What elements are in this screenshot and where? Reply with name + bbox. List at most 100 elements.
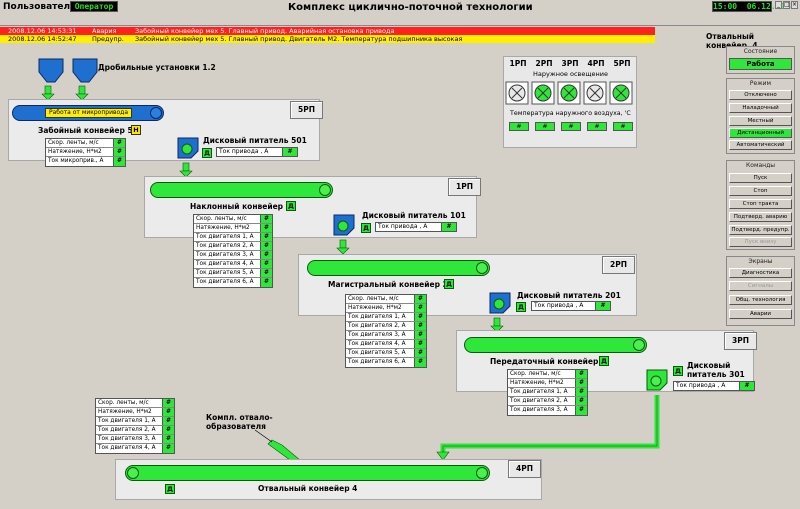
close-button[interactable]: ×	[791, 1, 798, 9]
conveyor-5-status: Работа от микропривода	[45, 108, 133, 118]
conveyor-3-table: Скор. ленты, м/с# Натяжение, Н*м2# Ток д…	[507, 369, 588, 416]
alarm-type: Предупр.	[92, 35, 124, 43]
alarm-message: Забойный конвейер мех 5. Главный привод.…	[135, 35, 463, 43]
table-row: Ток двигателя 3, А#	[96, 435, 174, 444]
feeder-201-icon[interactable]	[489, 292, 511, 314]
rp-5-button[interactable]: 5РП	[290, 101, 323, 119]
table-row: Ток двигателя 1, А#	[96, 417, 174, 426]
diagnostics-button[interactable]: Диагностика	[729, 268, 792, 278]
conveyor-3-belt[interactable]	[464, 337, 647, 353]
table-row: Скор. ленты, м/с#	[96, 399, 174, 408]
stop-line-button[interactable]: Стоп тракта	[729, 199, 792, 209]
table-row: Ток двигателя 1, А#	[346, 313, 426, 322]
table-row: Ток двигателя 4, А#	[346, 340, 426, 349]
conveyor-4-belt[interactable]	[125, 465, 490, 481]
feeder-301-label-1: Дисковый	[687, 361, 731, 370]
conveyor-2-belt[interactable]	[307, 260, 490, 276]
crushers-label: Дробильные установки 1.2	[98, 63, 216, 72]
rp-1-button[interactable]: 1РП	[448, 178, 481, 196]
table-row: Ток двигателя 6, А#	[194, 278, 272, 287]
table-row: Скор. ленты, м/с#	[46, 139, 125, 148]
alarm-time: 2008.12.06 14:53:31	[8, 27, 77, 35]
rp-col-label: 5РП	[613, 59, 631, 68]
table-row: Ток микроприв., А#	[46, 157, 125, 166]
table-row: Ток двигателя 3, А#	[346, 331, 426, 340]
conveyor-5-label: Забойный конвейер 5	[38, 126, 133, 135]
state-value: Работа	[729, 58, 792, 70]
table-row: Скор. ленты, м/с#	[194, 215, 272, 224]
mode-auto-button[interactable]: Автоматический	[729, 140, 792, 150]
start-button[interactable]: Пуск	[729, 173, 792, 183]
table-row: Скор. ленты, м/с#	[508, 370, 587, 379]
table-row: Ток двигателя 3, А#	[508, 406, 587, 415]
mode-local-button[interactable]: Местный	[729, 116, 792, 126]
feeder-201-current: Ток привода , А#	[531, 301, 611, 311]
table-row: Ток двигателя 2, А#	[508, 397, 587, 406]
screens-title: Экраны	[748, 258, 773, 265]
table-row: Ток двигателя 2, А#	[96, 426, 174, 435]
conveyor-1-belt[interactable]	[150, 182, 333, 198]
feeder-301-icon[interactable]	[646, 369, 668, 391]
conveyor-5-table: Скор. ленты, м/с# Натяжение, Н*м2# Ток м…	[45, 138, 126, 167]
table-row: Ток двигателя 6, А#	[346, 358, 426, 367]
general-tech-button[interactable]: Общ. технология	[729, 295, 792, 305]
feeder-201-label: Дисковый питатель 201	[517, 291, 621, 300]
clock-display: 15:00 06.12.2008	[712, 1, 795, 12]
signals-button[interactable]: Сигналы	[729, 281, 792, 291]
mode-remote-button[interactable]: Дистанционный	[729, 128, 792, 138]
table-row: Ток двигателя 2, А#	[346, 322, 426, 331]
conveyor-1-table: Скор. ленты, м/с# Натяжение, Н*м2# Ток д…	[193, 214, 273, 288]
table-row: Скор. ленты, м/с#	[346, 295, 426, 304]
table-row: Натяжение, Н*м2#	[96, 408, 174, 417]
alarm-row-2[interactable]: 2008.12.06 14:52:47 Предупр. Забойный ко…	[0, 35, 655, 43]
table-row: Ток двигателя 2, А#	[194, 242, 272, 251]
rp-2-button[interactable]: 2РП	[602, 256, 635, 274]
table-row: Натяжение, Н*м2#	[194, 224, 272, 233]
table-row: Ток двигателя 4, А#	[194, 260, 272, 269]
feeder-501-current: Ток привода , А#	[216, 147, 298, 157]
commands-title: Команды	[746, 162, 775, 169]
feeder-501-icon[interactable]	[177, 137, 199, 159]
temp-title: Температура наружного воздуха, 'С	[510, 110, 631, 117]
start-below-button[interactable]: Пуск внизу	[729, 237, 792, 247]
alarms-button[interactable]: Аварии	[729, 309, 792, 319]
rp-col-label: 2РП	[535, 59, 553, 68]
user-role[interactable]: Оператор	[70, 1, 118, 12]
conveyor-2-remote-indicator: Д	[444, 279, 454, 289]
lamp-2-on-icon	[531, 81, 555, 105]
crusher-2-icon[interactable]	[72, 58, 98, 84]
state-title: Состояние	[743, 48, 778, 55]
lamp-1-off-icon	[505, 81, 529, 105]
feeder-501-label: Дисковый питатель 501	[203, 136, 307, 145]
conveyor-1-remote-indicator: Д	[286, 201, 296, 211]
ack-warning-button[interactable]: Подтверд. предупр.	[729, 225, 792, 235]
lamp-4-off-icon	[583, 81, 607, 105]
spreader-label-2: образователя	[206, 422, 266, 431]
feeder-501-remote-indicator: Д	[202, 148, 212, 158]
lighting-columns: 1РП 2РП 3РП 4РП 5РП	[505, 59, 635, 68]
alarm-message: Забойный конвейер мех 5. Главный привод.…	[135, 27, 395, 35]
maximize-button[interactable]: □	[783, 1, 790, 9]
mode-title: Режим	[749, 80, 772, 87]
mode-setup-button[interactable]: Наладочный	[729, 103, 792, 113]
temp-values: # # # # #	[506, 122, 636, 131]
mode-off-button[interactable]: Отключено	[729, 90, 792, 100]
table-row: Ток двигателя 1, А#	[194, 233, 272, 242]
table-row: Натяжение, Н*м2#	[46, 148, 125, 157]
header-bar: Пользователь: Оператор Комплекс циклично…	[0, 0, 800, 26]
table-row: Ток двигателя 3, А#	[194, 251, 272, 260]
conveyor-5-local-indicator: Н	[131, 125, 141, 135]
minimize-button[interactable]: _	[775, 1, 782, 9]
conveyor-3-remote-indicator: Д	[599, 356, 609, 366]
lamp-5-on-icon	[609, 81, 633, 105]
conveyor-1-label: Наклонный конвейер 1	[190, 202, 291, 211]
ack-alarm-button[interactable]: Подтверд. аварию	[729, 212, 792, 222]
feeder-101-icon[interactable]	[333, 214, 355, 236]
stop-button[interactable]: Стоп	[729, 186, 792, 196]
lamp-row	[505, 81, 633, 105]
rp-3-button[interactable]: 3РП	[724, 332, 757, 350]
table-row: Ток двигателя 4, А#	[96, 444, 174, 453]
alarm-row-1[interactable]: 2008.12.06 14:53:31 Авария Забойный конв…	[0, 27, 655, 35]
crusher-1-icon[interactable]	[38, 58, 64, 84]
rp-4-button[interactable]: 4РП	[508, 460, 541, 478]
